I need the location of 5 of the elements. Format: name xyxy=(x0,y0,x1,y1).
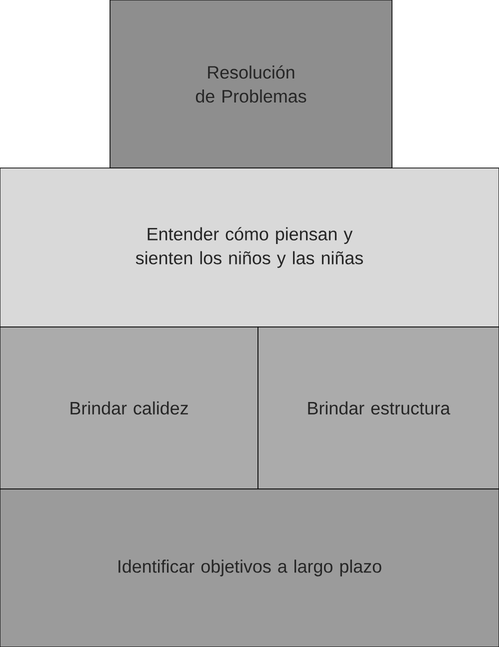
text-box: Resolución de Problemas xyxy=(110,0,392,168)
text-box: Brindar calidez xyxy=(0,326,258,490)
text-box: Identificar objetivos a largo plazo xyxy=(0,488,499,647)
text-box: Entender cómo piensan y sienten los niños y las niñas xyxy=(0,168,499,328)
text-box: Brindar estructura xyxy=(258,326,499,490)
